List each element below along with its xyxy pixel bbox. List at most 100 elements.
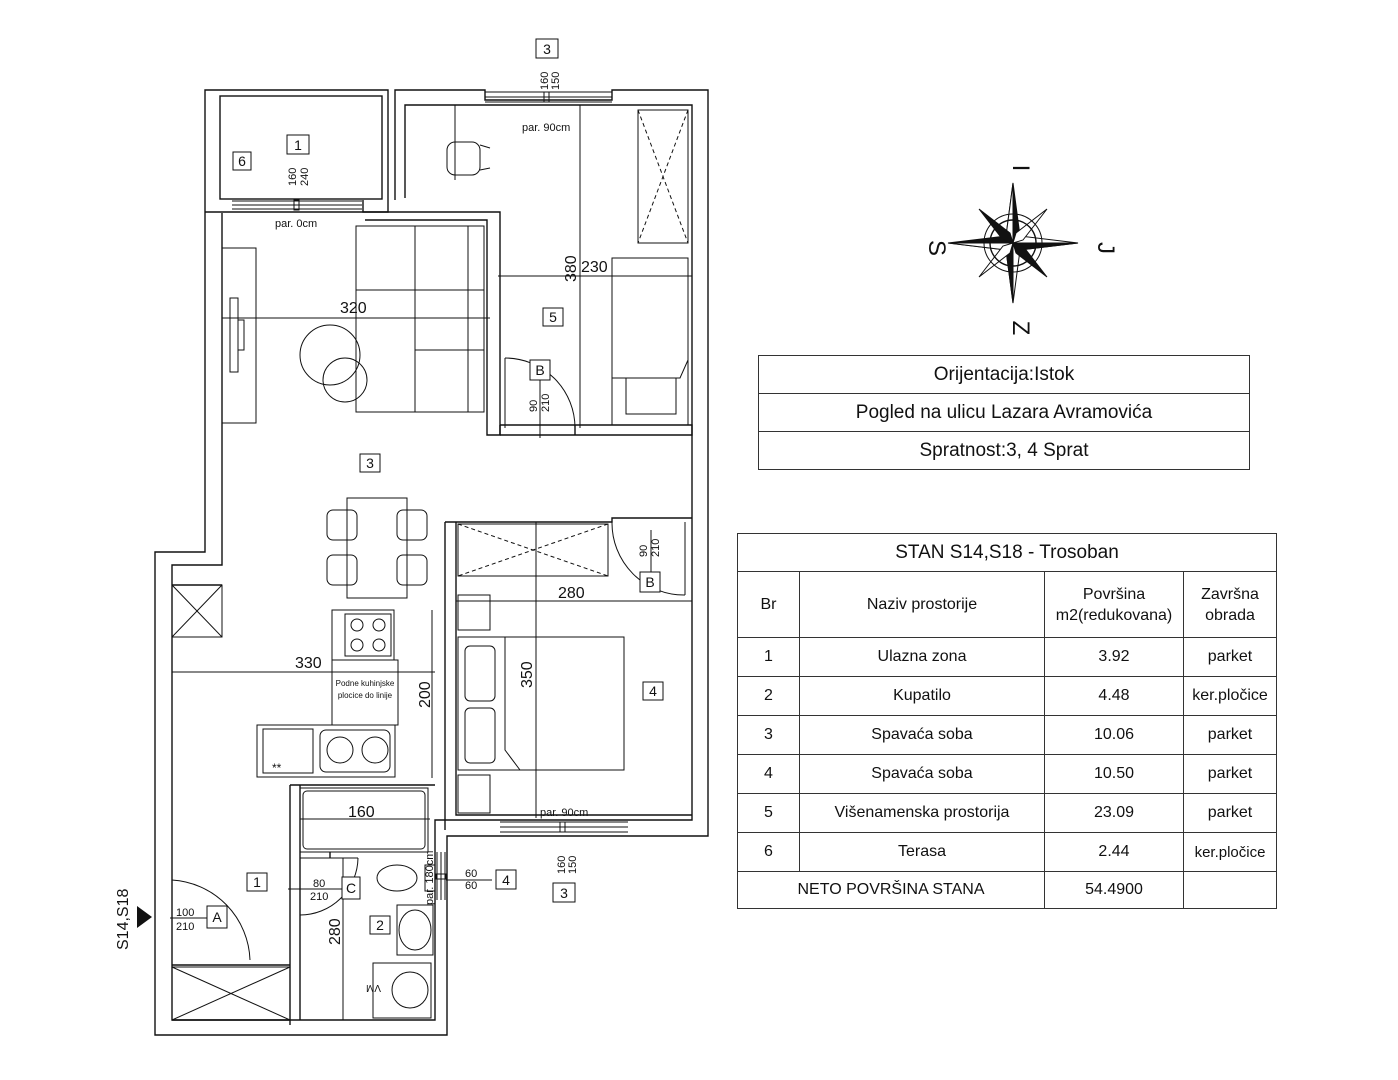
street-view-text: Pogled na ulicu Lazara Avramovića bbox=[759, 394, 1249, 432]
tv-stand bbox=[237, 319, 245, 351]
row-no: 6 bbox=[737, 832, 800, 872]
tv bbox=[229, 297, 239, 373]
table-row: 2 Kupatilo 4.48 ker.pločice bbox=[737, 676, 1278, 716]
row-finish: parket bbox=[1182, 715, 1278, 755]
dim-230: 230 bbox=[581, 259, 608, 276]
office-bottom-wall bbox=[500, 424, 693, 436]
door-a-h: 210 bbox=[176, 921, 194, 933]
row-no: 3 bbox=[737, 715, 800, 755]
fridge-label: ** bbox=[272, 761, 282, 775]
window-top-a: 160 bbox=[539, 72, 551, 90]
door-c-h: 210 bbox=[310, 891, 328, 903]
row-finish: ker.pločice bbox=[1182, 676, 1278, 716]
info-box: Orijentacija:Istok Pogled na ulicu Lazar… bbox=[758, 355, 1250, 470]
room-tag-entrance: 1 bbox=[253, 874, 261, 890]
section-tag-top: 3 bbox=[543, 41, 551, 57]
window-terrace-b: 240 bbox=[299, 168, 311, 186]
kitchen-counter bbox=[256, 724, 396, 778]
nightstand-bottom bbox=[457, 774, 491, 814]
tv-unit bbox=[221, 247, 257, 424]
door-b-bed-h: 210 bbox=[650, 539, 662, 557]
dim-280-bath: 280 bbox=[327, 918, 344, 945]
terrace-tag-box bbox=[232, 151, 252, 171]
door-c-w: 80 bbox=[313, 878, 325, 890]
room-tag-office: 5 bbox=[549, 309, 557, 325]
section-tag-box-bottom bbox=[552, 882, 576, 903]
row-area: 2.44 bbox=[1044, 832, 1184, 872]
room-tag-terrace: 6 bbox=[238, 153, 246, 169]
office-door-wall bbox=[499, 425, 576, 435]
window-bath-sill: par. 180cm bbox=[424, 851, 436, 905]
window-bedroom bbox=[500, 821, 628, 833]
table-total-row: NETO POVRŠINA STANA 54.4900 bbox=[737, 871, 1278, 909]
stove bbox=[331, 609, 395, 661]
compass-rose bbox=[947, 182, 1079, 304]
section-tag-box-side bbox=[495, 869, 517, 890]
dim-200: 200 bbox=[417, 681, 434, 708]
section-tag-bottom: 3 bbox=[560, 885, 568, 901]
table-row: 5 Višenamenska prostorija 23.09 parket bbox=[737, 793, 1278, 833]
row-name: Spavaća soba bbox=[799, 715, 1045, 755]
dim-320: 320 bbox=[340, 300, 367, 317]
shaft-kitchen bbox=[171, 584, 223, 638]
door-b-office-h: 210 bbox=[540, 394, 552, 412]
room-area-table: STAN S14,S18 - Trosoban Br Naziv prostor… bbox=[736, 533, 1278, 909]
window-bed-a: 160 bbox=[556, 856, 568, 874]
section-tag-terrace: 1 bbox=[294, 137, 302, 153]
row-no: 5 bbox=[737, 793, 800, 833]
table-row: 3 Spavaća soba 10.06 parket bbox=[737, 715, 1278, 755]
entrance-label: S14,S18 bbox=[115, 889, 132, 950]
compass-east: J bbox=[1092, 242, 1119, 254]
side-table bbox=[322, 357, 368, 403]
door-b-office-swing bbox=[504, 357, 576, 429]
door-a-w: 100 bbox=[176, 907, 194, 919]
row-no: 2 bbox=[737, 676, 800, 716]
row-finish: parket bbox=[1182, 793, 1278, 833]
row-area: 10.06 bbox=[1044, 715, 1184, 755]
dim-380: 380 bbox=[563, 255, 580, 282]
compass-south: Z bbox=[1007, 321, 1034, 336]
window-terrace-a: 160 bbox=[287, 168, 299, 186]
window-terrace-sill: par. 0cm bbox=[275, 218, 317, 230]
dim-350: 350 bbox=[519, 661, 536, 688]
row-no: 4 bbox=[737, 754, 800, 794]
row-area: 4.48 bbox=[1044, 676, 1184, 716]
wardrobe-office bbox=[637, 109, 689, 244]
window-terrace bbox=[232, 199, 362, 211]
room-tag-box-bedroom bbox=[642, 681, 664, 701]
total-value: 54.4900 bbox=[1044, 871, 1184, 909]
row-area: 23.09 bbox=[1044, 793, 1184, 833]
nightstand-top bbox=[457, 594, 491, 631]
row-name: Terasa bbox=[799, 832, 1045, 872]
room-tag-box-terrace-1 bbox=[286, 134, 310, 155]
room-tag-living: 3 bbox=[366, 455, 374, 471]
washing-machine-label: VM bbox=[366, 982, 381, 993]
window-bathroom bbox=[435, 852, 447, 900]
header-area-line2: m2(redukovana) bbox=[1055, 606, 1173, 624]
row-finish: ker.pločice bbox=[1182, 832, 1278, 872]
terrace-outline bbox=[219, 95, 383, 200]
floors-text: Spratnost:3, 4 Sprat bbox=[919, 440, 1089, 461]
bathroom-wall bbox=[289, 784, 435, 1025]
row-name: Višenamenska prostorija bbox=[799, 793, 1045, 833]
room-tag-box-living bbox=[359, 453, 381, 473]
door-a-swing bbox=[171, 879, 251, 963]
window-top-sill: par. 90cm bbox=[522, 122, 570, 134]
total-label: NETO POVRŠINA STANA bbox=[737, 871, 1045, 909]
orientation-text: Orijentacija:Istok bbox=[759, 356, 1249, 394]
wardrobe-bedroom bbox=[457, 523, 609, 577]
bedroom-wall bbox=[444, 517, 692, 830]
row-finish: parket bbox=[1182, 754, 1278, 794]
header-name: Naziv prostorije bbox=[799, 571, 1045, 638]
room-tag-bath: 2 bbox=[376, 917, 384, 933]
table-title: STAN S14,S18 - Trosoban bbox=[736, 533, 1278, 572]
door-b-bed-w: 90 bbox=[638, 545, 650, 557]
table-row: 1 Ulazna zona 3.92 parket bbox=[737, 637, 1278, 677]
entrance-arrow bbox=[137, 906, 152, 928]
window-bath-b: 60 bbox=[465, 880, 477, 892]
section-tag-side: 4 bbox=[502, 872, 510, 888]
room-tag-bedroom: 4 bbox=[649, 683, 657, 699]
door-letter-b-bedroom: B bbox=[645, 574, 654, 590]
door-b-bedroom-swing bbox=[611, 521, 686, 596]
